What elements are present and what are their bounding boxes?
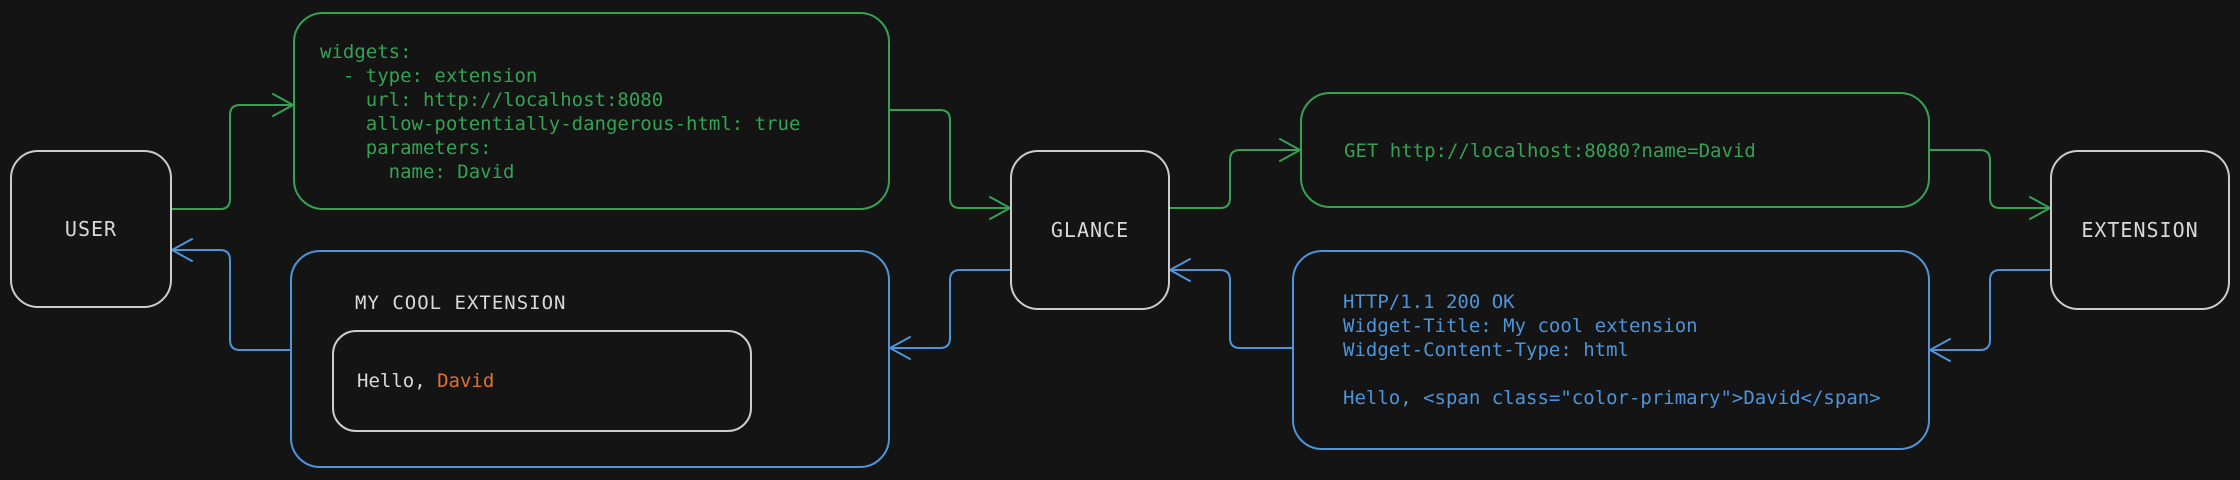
arrow-request-to-extension xyxy=(1929,149,2051,220)
hello-name: David xyxy=(437,370,495,392)
config-yaml-box: widgets: - type: extension url: http://l… xyxy=(293,12,890,210)
config-yaml-code: widgets: - type: extension url: http://l… xyxy=(320,41,801,183)
node-extension: EXTENSION xyxy=(2050,150,2230,310)
hello-prefix: Hello, xyxy=(357,370,438,392)
node-user-label: USER xyxy=(64,217,118,241)
http-response-code: HTTP/1.1 200 OK Widget-Title: My cool ex… xyxy=(1343,291,1881,409)
node-glance: GLANCE xyxy=(1010,150,1170,310)
arrow-glance-to-request xyxy=(1169,138,1301,209)
widget-hello-card: Hello, David xyxy=(332,330,752,432)
arrow-glance-to-widget xyxy=(889,269,1011,360)
http-request-code: GET http://localhost:8080?name=David xyxy=(1344,140,1756,162)
http-response-box: HTTP/1.1 200 OK Widget-Title: My cool ex… xyxy=(1292,250,1930,450)
arrow-extension-to-response xyxy=(1929,269,2051,362)
arrow-widget-to-user xyxy=(171,238,291,351)
node-user: USER xyxy=(10,150,172,308)
http-request-box: GET http://localhost:8080?name=David xyxy=(1300,92,1930,208)
node-extension-label: EXTENSION xyxy=(2081,218,2199,242)
hello-text: Hello, David xyxy=(357,332,494,430)
arrow-user-to-config xyxy=(171,93,294,210)
arrow-config-to-glance xyxy=(889,109,1011,220)
widget-preview-box: MY COOL EXTENSION Hello, David xyxy=(290,250,890,468)
node-glance-label: GLANCE xyxy=(1050,218,1130,242)
widget-title: MY COOL EXTENSION xyxy=(355,292,567,314)
arrow-response-to-glance xyxy=(1169,258,1293,349)
